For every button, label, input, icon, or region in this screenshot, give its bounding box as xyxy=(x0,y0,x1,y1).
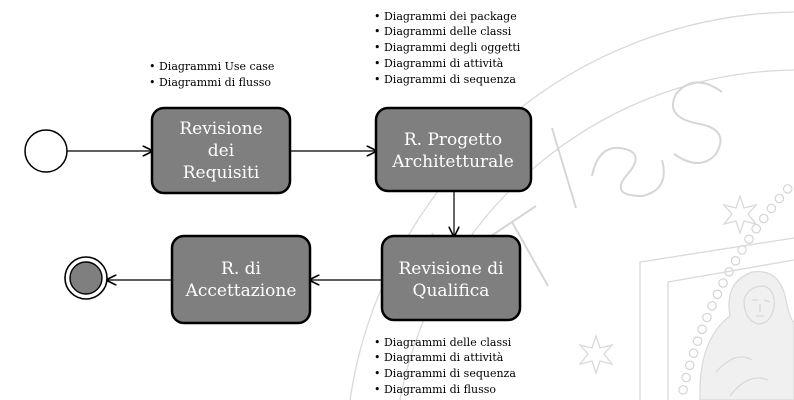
note-item: • Diagrammi di attività xyxy=(374,57,504,70)
state-progetto-architetturale: R. Progetto Architetturale xyxy=(374,106,533,193)
seal-panel-inner-frame xyxy=(667,259,794,400)
seal-bead xyxy=(730,255,741,266)
note-requisiti: • Diagrammi Use case • Diagrammi di flus… xyxy=(149,60,274,89)
state-label-line-2: Accettazione xyxy=(185,281,297,301)
seal-panel-frame xyxy=(639,237,794,400)
seal-bead xyxy=(774,193,785,204)
note-item: • Diagrammi delle classi xyxy=(374,25,512,38)
madonna-figure xyxy=(699,270,794,400)
note-progetto: • Diagrammi dei package • Diagrammi dell… xyxy=(374,10,521,86)
seal-bead xyxy=(681,372,691,383)
state-box xyxy=(170,234,312,325)
state-label-line-2: dei xyxy=(208,141,235,161)
state-revisione-qualifica: Revisione di Qualifica xyxy=(380,234,522,322)
state-label-line-2: Qualifica xyxy=(413,281,490,301)
seal-bead xyxy=(688,348,699,358)
seal-bead-ring xyxy=(678,184,793,395)
seal-bead xyxy=(782,184,793,194)
seal-letter-t xyxy=(487,205,549,287)
seal-bead xyxy=(751,223,761,234)
state-box xyxy=(380,234,522,322)
seal-bead xyxy=(707,300,717,311)
seal-bead xyxy=(718,278,728,288)
seal-letter-i xyxy=(551,127,577,209)
note-item: • Diagrammi di flusso xyxy=(149,76,271,89)
note-item: • Diagrammi di sequenza xyxy=(374,73,516,86)
state-label-line-2: Architetturale xyxy=(391,152,514,172)
note-item: • Diagrammi Use case xyxy=(149,60,274,73)
state-label-line-1: R. di xyxy=(221,259,261,279)
seal-bead xyxy=(697,324,707,335)
final-state xyxy=(64,256,108,300)
final-state-core xyxy=(69,261,103,295)
seal-bead xyxy=(692,336,703,346)
seal-bead xyxy=(744,234,754,244)
state-accettazione: R. di Accettazione xyxy=(170,234,312,325)
state-label-line-1: R. Progetto xyxy=(404,130,502,150)
note-item: • Diagrammi degli oggetti xyxy=(374,41,521,54)
seal-letter-s xyxy=(672,81,723,164)
note-item: • Diagrammi dei package xyxy=(374,10,517,23)
seal-inner-ring xyxy=(399,69,794,400)
note-item: • Diagrammi di flusso xyxy=(374,383,496,396)
state-box xyxy=(150,106,292,195)
state-label-line-3: Requisiti xyxy=(183,163,260,183)
seal-bead xyxy=(684,360,695,371)
note-item: • Diagrammi di sequenza xyxy=(374,367,516,380)
seal-letter-a-upper xyxy=(591,146,665,197)
star-icon xyxy=(578,333,614,376)
seal-bead xyxy=(678,385,688,395)
seal-bead xyxy=(758,213,769,224)
seal-bead xyxy=(702,312,712,323)
note-item: • Diagrammi delle classi xyxy=(374,336,512,349)
seal-watermark xyxy=(349,11,794,400)
state-label-line-1: Revisione xyxy=(179,119,262,139)
seal-bead xyxy=(766,203,777,214)
star-icon xyxy=(722,193,758,236)
state-box xyxy=(374,106,533,193)
note-qualifica: • Diagrammi delle classi • Diagrammi di … xyxy=(374,336,516,396)
seal-bead xyxy=(712,289,723,300)
note-item: • Diagrammi di attività xyxy=(374,351,504,364)
state-label-line-1: Revisione di xyxy=(398,259,504,279)
initial-state xyxy=(24,129,68,173)
state-revisione-requisiti: Revisione dei Requisiti xyxy=(150,106,292,195)
